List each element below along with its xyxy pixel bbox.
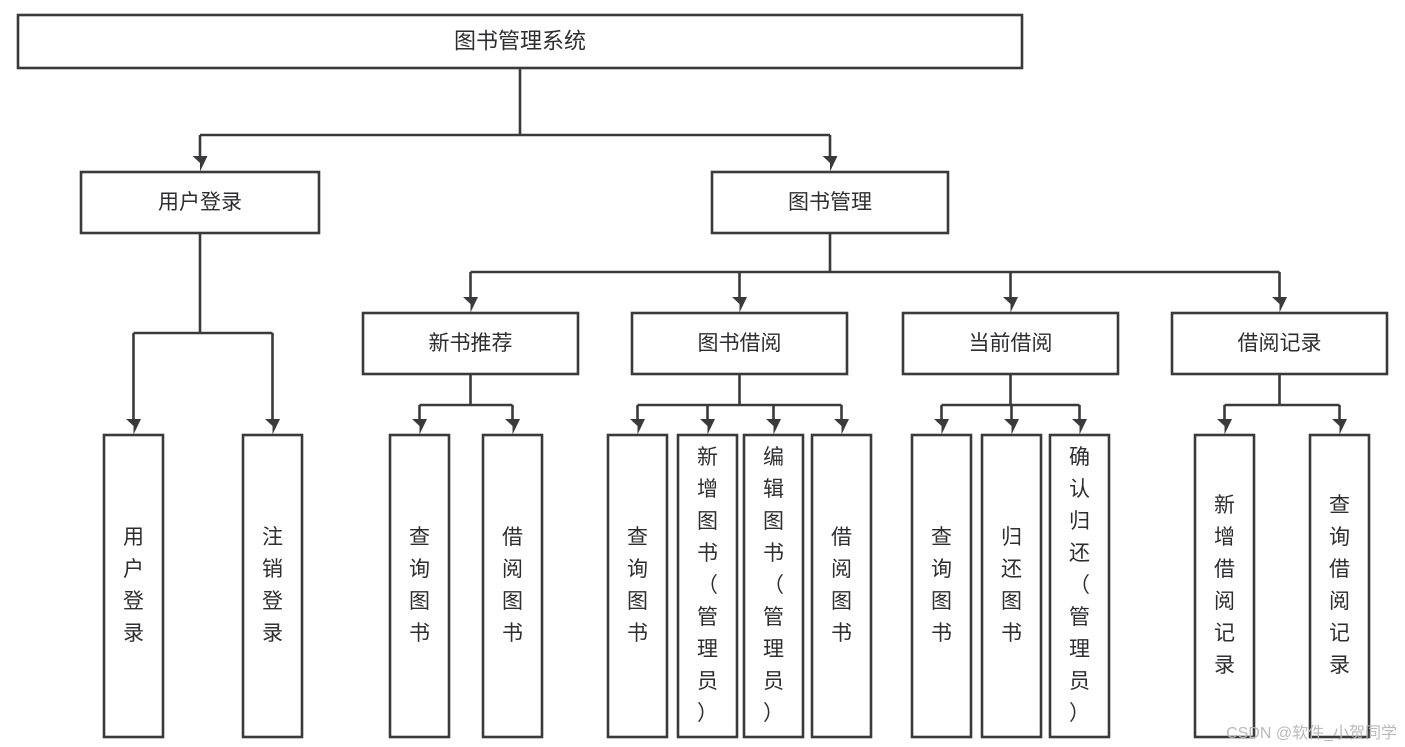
node-leaf-newbook-query[interactable]: 查询图书: [388, 433, 451, 739]
node-label-leaf-records-add: 新增借阅记录: [1214, 494, 1235, 677]
connector-group-current: [934, 374, 1087, 435]
node-box-current[interactable]: [901, 311, 1120, 376]
node-label-current: 当前借阅: [969, 332, 1053, 355]
node-box-bookmgmt[interactable]: [710, 170, 950, 235]
node-leaf-current-confirm[interactable]: 确认归还（管理员）: [1048, 433, 1111, 739]
node-label-root: 图书管理系统: [454, 28, 586, 53]
node-label-leaf-newbook-query: 查询图书: [409, 526, 430, 645]
node-box-leaf-current-query[interactable]: [910, 433, 973, 739]
connector-group-borrow: [630, 374, 849, 435]
connector-layer: [126, 68, 1347, 435]
node-leaf-borrow-lend[interactable]: 借阅图书: [810, 433, 873, 739]
node-label-leaf-current-confirm: 确认归还（管理员）: [1069, 446, 1090, 725]
node-box-newbook[interactable]: [361, 311, 580, 376]
node-box-leaf-current-confirm[interactable]: [1048, 433, 1111, 739]
node-label-leaf-records-query: 查询借阅记录: [1329, 494, 1350, 677]
node-borrow[interactable]: 图书借阅: [630, 311, 849, 376]
connector-group-login: [126, 233, 280, 435]
node-box-leaf-borrow-add[interactable]: [676, 433, 739, 739]
node-bookmgmt[interactable]: 图书管理: [710, 170, 950, 235]
node-box-borrow[interactable]: [630, 311, 849, 376]
node-label-bookmgmt: 图书管理: [788, 191, 872, 214]
connector-group-newbook: [412, 374, 520, 435]
node-box-leaf-newbook-query[interactable]: [388, 433, 451, 739]
node-leaf-records-query[interactable]: 查询借阅记录: [1308, 433, 1371, 739]
node-label-records: 借阅记录: [1238, 332, 1322, 355]
node-leaf-records-add[interactable]: 新增借阅记录: [1193, 433, 1256, 739]
connector-group-bookmgmt: [463, 233, 1287, 313]
node-box-leaf-borrow-edit[interactable]: [742, 433, 805, 739]
node-label-newbook: 新书推荐: [429, 332, 513, 355]
node-label-leaf-user-login: 用户登录: [123, 526, 144, 645]
node-root[interactable]: 图书管理系统: [16, 13, 1024, 70]
node-label-leaf-current-return: 归还图书: [1001, 526, 1022, 645]
node-current[interactable]: 当前借阅: [901, 311, 1120, 376]
node-leaf-borrow-query[interactable]: 查询图书: [606, 433, 669, 739]
node-label-leaf-current-query: 查询图书: [931, 526, 952, 645]
node-label-leaf-newbook-borrow: 借阅图书: [502, 526, 523, 645]
node-box-leaf-user-login[interactable]: [102, 433, 165, 739]
node-records[interactable]: 借阅记录: [1170, 311, 1389, 376]
watermark-text: CSDN @软件_小贺同学: [1226, 725, 1397, 742]
node-label-borrow: 图书借阅: [698, 332, 782, 355]
node-box-leaf-records-add[interactable]: [1193, 433, 1256, 739]
node-leaf-current-query[interactable]: 查询图书: [910, 433, 973, 739]
node-box-records[interactable]: [1170, 311, 1389, 376]
node-label-leaf-borrow-edit: 编辑图书（管理员）: [763, 446, 784, 725]
node-box-leaf-current-return[interactable]: [980, 433, 1043, 739]
node-leaf-newbook-borrow[interactable]: 借阅图书: [481, 433, 544, 739]
node-leaf-user-login[interactable]: 用户登录: [102, 433, 165, 739]
node-label-leaf-user-logout: 注销登录: [262, 526, 283, 645]
node-box-leaf-user-logout[interactable]: [241, 433, 304, 739]
node-label-leaf-borrow-query: 查询图书: [627, 526, 648, 645]
node-box-leaf-borrow-query[interactable]: [606, 433, 669, 739]
node-box-leaf-newbook-borrow[interactable]: [481, 433, 544, 739]
node-label-leaf-borrow-lend: 借阅图书: [831, 526, 852, 645]
node-leaf-current-return[interactable]: 归还图书: [980, 433, 1043, 739]
node-newbook[interactable]: 新书推荐: [361, 311, 580, 376]
node-leaf-borrow-edit[interactable]: 编辑图书（管理员）: [742, 433, 805, 739]
node-label-leaf-borrow-add: 新增图书（管理员）: [697, 446, 718, 725]
node-box-login[interactable]: [79, 170, 321, 235]
node-label-login: 用户登录: [158, 191, 242, 214]
node-box-leaf-borrow-lend[interactable]: [810, 433, 873, 739]
node-layer: 图书管理系统用户登录图书管理新书推荐图书借阅当前借阅借阅记录用户登录注销登录查询…: [16, 13, 1389, 739]
node-leaf-borrow-add[interactable]: 新增图书（管理员）: [676, 433, 739, 739]
node-leaf-user-logout[interactable]: 注销登录: [241, 433, 304, 739]
node-box-root[interactable]: [16, 13, 1024, 70]
connector-group-root: [192, 68, 838, 172]
node-box-leaf-records-query[interactable]: [1308, 433, 1371, 739]
connector-group-records: [1217, 374, 1347, 435]
node-login[interactable]: 用户登录: [79, 170, 321, 235]
